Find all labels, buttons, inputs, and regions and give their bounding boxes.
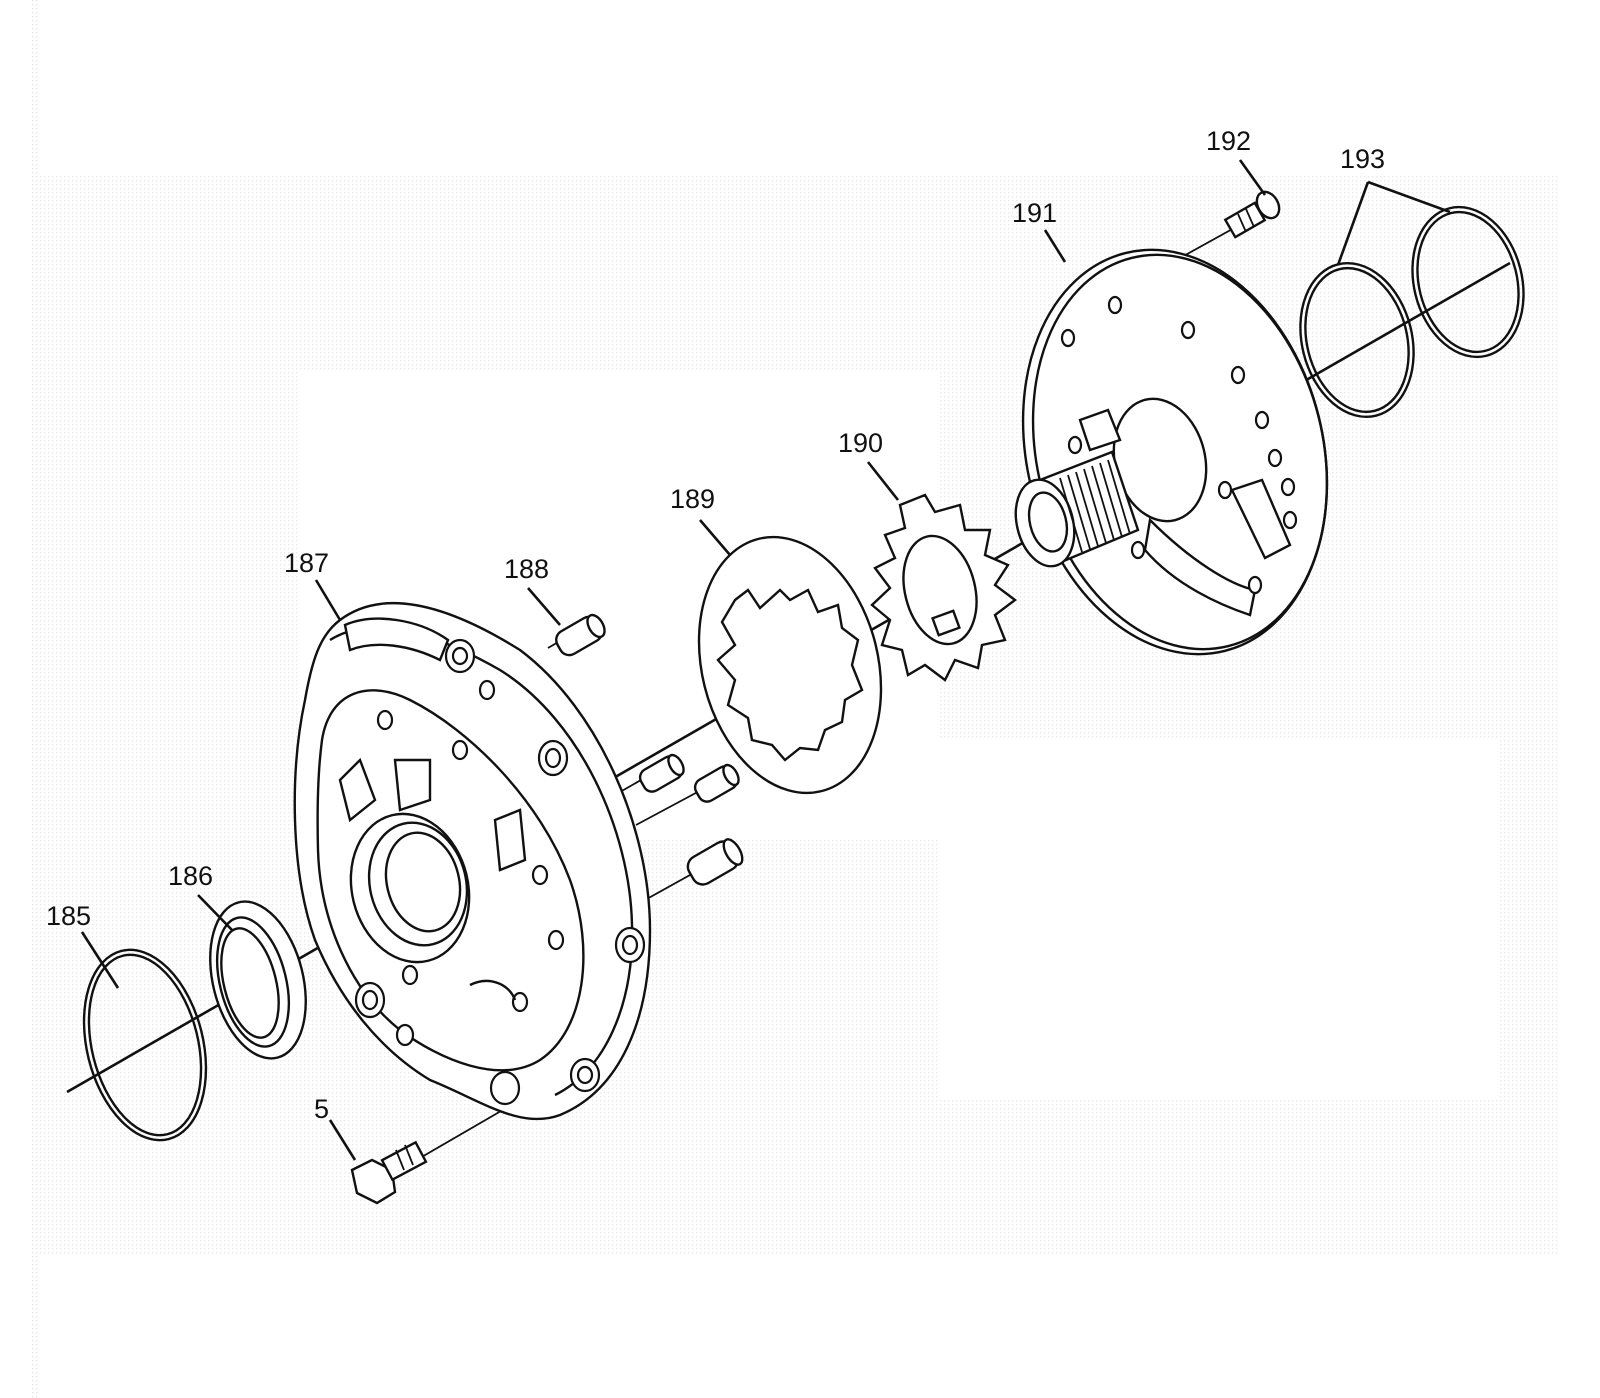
part-187-pump-body bbox=[293, 602, 652, 1121]
callout-187: 187 bbox=[284, 548, 329, 578]
callout-5: 5 bbox=[314, 1094, 329, 1124]
callout-191: 191 bbox=[1012, 198, 1057, 228]
callout-190: 190 bbox=[838, 428, 883, 458]
leader-lines bbox=[80, 159, 1451, 1161]
part-185-o-ring bbox=[82, 948, 208, 1142]
part-5-bolt bbox=[350, 1140, 428, 1205]
background-screen bbox=[30, 0, 1560, 1398]
callout-192: 192 bbox=[1206, 126, 1251, 156]
part-189-outer-rotor bbox=[697, 535, 883, 795]
part-188-dowel-pins bbox=[555, 613, 744, 886]
callout-193: 193 bbox=[1340, 144, 1385, 174]
callout-186: 186 bbox=[168, 861, 213, 891]
part-191-pump-cover bbox=[1014, 248, 1329, 656]
part-192-screw bbox=[1223, 190, 1281, 239]
part-186-seal bbox=[209, 900, 307, 1060]
shaft-splines bbox=[1059, 459, 1131, 553]
callout-labels: 185 186 187 188 189 190 191 192 193 5 bbox=[46, 126, 1385, 1124]
part-190-inner-gear bbox=[870, 493, 1017, 682]
part-193-seal-rings bbox=[1299, 205, 1525, 419]
callout-185: 185 bbox=[46, 901, 91, 931]
callout-189: 189 bbox=[670, 484, 715, 514]
callout-188: 188 bbox=[504, 554, 549, 584]
